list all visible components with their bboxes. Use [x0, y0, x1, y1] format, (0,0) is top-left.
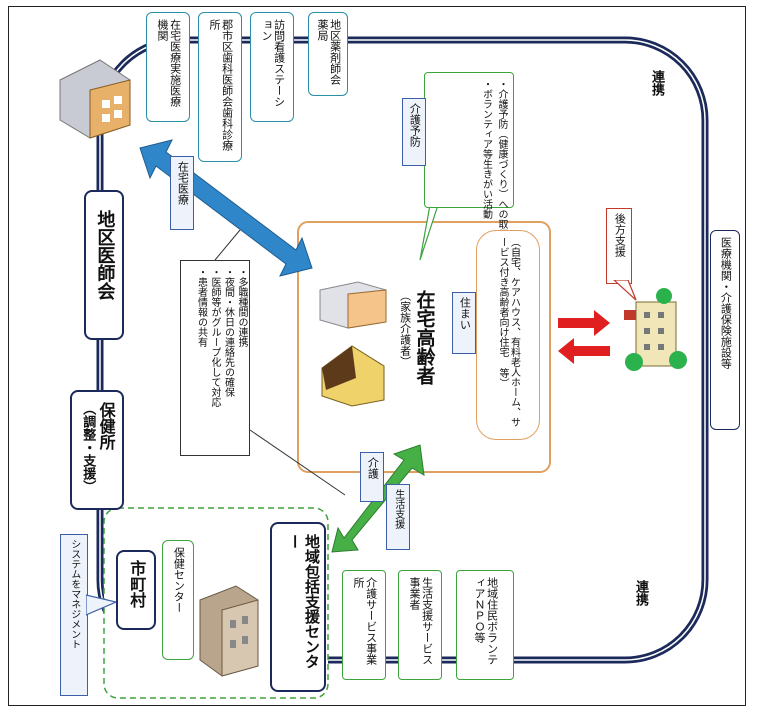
gokou-label: 後方支援 [606, 208, 632, 284]
red-arrow-left [558, 338, 610, 364]
apartment-icon [319, 281, 387, 329]
ishikai-box: 地区医師会 [84, 190, 124, 340]
top-box-2: 郡市区歯科医師会歯科診療所 [198, 12, 242, 162]
seikatsu-label: 生活支援 [386, 484, 410, 550]
bottom-box-1: 介護サービス事業所 [342, 570, 386, 680]
renkei-top: 連携 [648, 70, 664, 96]
house-icon [321, 345, 385, 407]
system-callout [86, 594, 118, 616]
iryokikan-box: 医療機関・介護保険施設等 [710, 230, 740, 430]
zaitaku-koreisha-title: 在宅高齢者 （家族介護者） [398, 290, 436, 385]
top-box-4: 地区薬剤師会薬局 [308, 12, 348, 96]
municipal-building-icon [199, 585, 259, 677]
shichoson-box: 市町村 [116, 550, 156, 630]
top-box-3: 訪問看護ステーション [250, 12, 294, 122]
yobou-label: 介護予防 [402, 98, 426, 166]
top-box-1: 在宅医療実施医療機関 [146, 12, 190, 122]
chiiki-houkatsu-box: 地域包括支援センター [270, 522, 326, 692]
bottom-box-2: 生活支援サービス事業者 [398, 570, 442, 680]
zaitaku-iryo-label: 在宅医療 [170, 156, 194, 230]
sumai-text-box: （自宅、ケアハウス、有料老人ホーム、サービス付き高齢者向け住宅 等） [476, 230, 540, 440]
sumai-label: 住まい [452, 292, 476, 354]
kaigo-label: 介護 [360, 452, 384, 502]
hokenjo-box: 保健所 （調整・支援） [70, 390, 124, 510]
red-arrow-right [558, 310, 610, 336]
yobou-box: ・介護予防（健康づくり）への取組 ・ボランティア等生きがい活動 [424, 72, 514, 239]
renkei-bottom: 連携 [632, 580, 648, 606]
hospital-icon-right [624, 288, 687, 371]
system-label: システムをマネジメント [60, 534, 88, 696]
hoken-center-box: 保健センター [162, 540, 194, 660]
bottom-box-3: 地域住民ボランティアＮＰＯ等 [456, 570, 514, 680]
notes-box: ・多職種間の連携 ・夜間・休日の連絡先の確保 ・医師等がグループ化して対応 ・患… [180, 260, 250, 456]
gokou-callout [613, 280, 637, 301]
diagram-frame [8, 6, 746, 706]
hospital-building-icon [59, 59, 131, 139]
